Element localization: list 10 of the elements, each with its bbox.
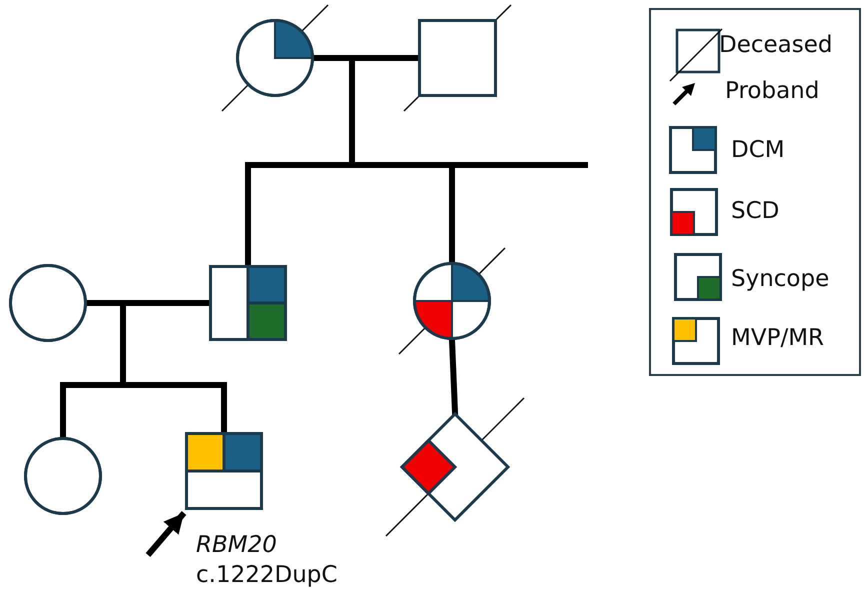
legend-label: Proband xyxy=(725,78,820,104)
gene-name: RBM20 xyxy=(196,531,277,560)
descent-line xyxy=(449,337,458,415)
legend-label: SCD xyxy=(731,198,780,224)
legend-label: MVP/MR xyxy=(731,325,824,351)
variant-label: c.1222DupC xyxy=(196,561,338,590)
legend-label: Deceased xyxy=(719,32,832,58)
legend-label: DCM xyxy=(731,137,785,163)
proband-arrow xyxy=(146,511,186,557)
legend-label: Syncope xyxy=(731,266,830,292)
